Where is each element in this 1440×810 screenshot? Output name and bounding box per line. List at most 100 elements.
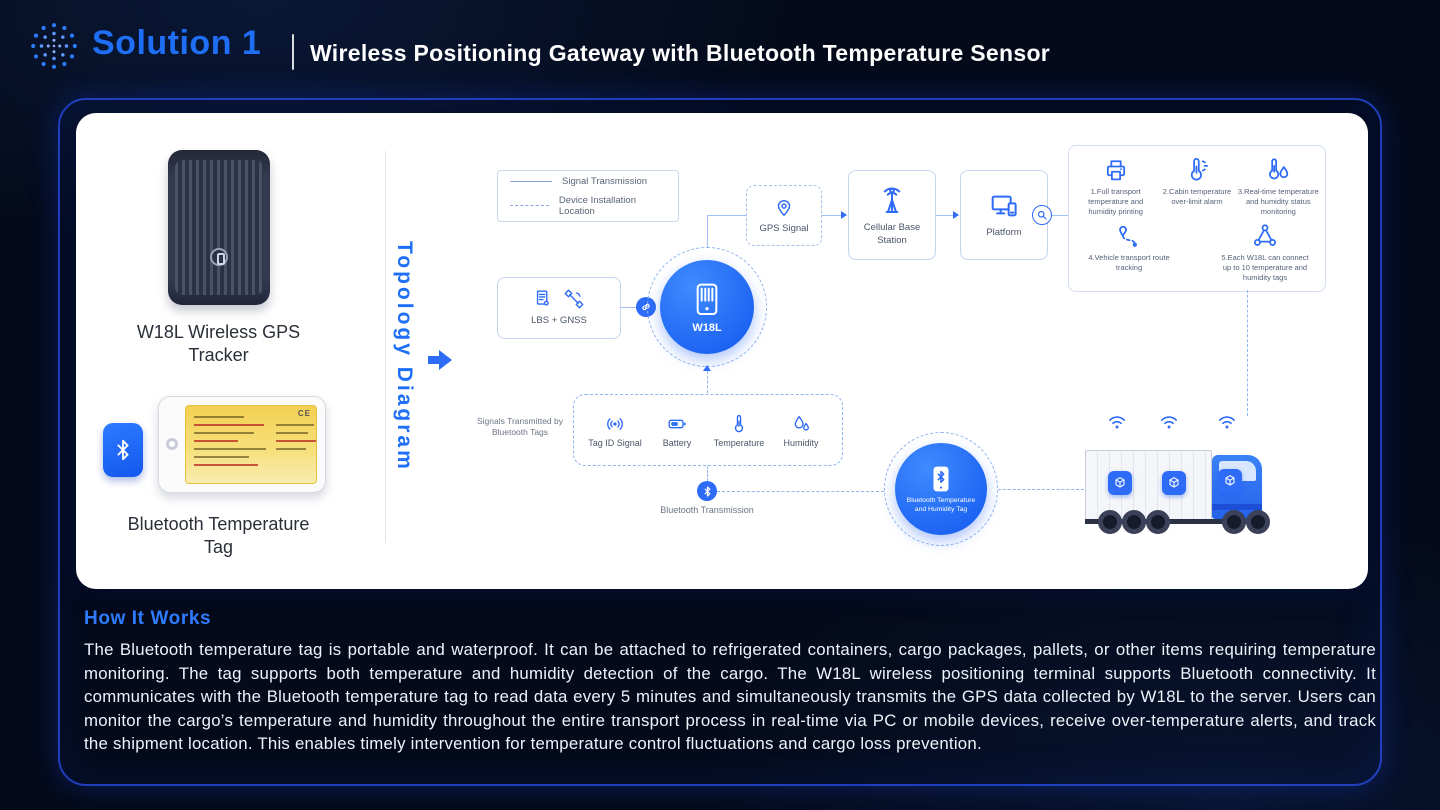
cellular-antenna-icon bbox=[883, 187, 901, 214]
gnss-satellite-icon bbox=[564, 289, 584, 309]
feature-caption: 2.Cabin temperature over-limit alarm bbox=[1162, 187, 1232, 206]
w18l-node: W18L bbox=[660, 260, 754, 354]
wifi-icon bbox=[1108, 416, 1126, 429]
diagram-legend: Signal Transmission Device Installation … bbox=[497, 170, 679, 222]
feature-caption: 3.Real-time temperature and humidity sta… bbox=[1237, 187, 1319, 216]
w18l-device-icon bbox=[696, 283, 718, 315]
tracker-ribs bbox=[175, 160, 263, 295]
connector-gps-cell bbox=[822, 215, 842, 216]
cube-marker-icon bbox=[1108, 471, 1132, 495]
section-divider bbox=[385, 151, 386, 543]
dashed-line-sample bbox=[510, 205, 549, 206]
cellular-node-label: Cellular Base Station bbox=[863, 222, 921, 246]
truck-wheel bbox=[1222, 510, 1246, 534]
truck-chassis bbox=[1085, 519, 1257, 524]
temperature-tag-label: Bluetooth Temperature Tag bbox=[127, 514, 310, 558]
tracker-logo-badge bbox=[210, 247, 228, 266]
signals-source-label: Signals Transmitted by Bluetooth Tags bbox=[477, 416, 563, 438]
solution-label: Solution 1 bbox=[92, 24, 262, 62]
lbs-document-icon bbox=[536, 290, 549, 306]
connector-features-truck bbox=[1247, 290, 1248, 416]
truck-wheel bbox=[1246, 510, 1270, 534]
signal-item: Tag ID Signal bbox=[585, 413, 645, 448]
arrowhead-up bbox=[703, 365, 711, 371]
battery-icon bbox=[668, 419, 686, 428]
lbs-node-label: LBS + GNSS bbox=[531, 315, 587, 327]
bt-tag-label: Bluetooth Temperature and Humidity Tag bbox=[906, 497, 976, 513]
bt-tag-dashed-ring bbox=[884, 432, 998, 546]
signal-caption: Humidity bbox=[783, 437, 819, 448]
topology-diagram-title: Topology Diagram bbox=[393, 241, 416, 472]
gps-node-label: GPS Signal bbox=[759, 222, 809, 234]
feature-item: 5.Each W18L can connect up to 10 tempera… bbox=[1217, 222, 1313, 282]
tag-label-sticker: CE bbox=[185, 405, 317, 484]
bluetooth-icon bbox=[697, 481, 717, 501]
section-arrow-icon bbox=[428, 350, 452, 370]
lbs-gnss-node: LBS + GNSS bbox=[497, 277, 621, 339]
connector-signals-bt bbox=[707, 466, 708, 481]
gps-signal-icon bbox=[777, 199, 791, 216]
connector-platform-features bbox=[1048, 215, 1068, 216]
connector-tag-truck bbox=[998, 489, 1084, 490]
platform-devices-icon bbox=[991, 195, 1017, 217]
connector-to-gps bbox=[707, 215, 746, 216]
how-it-works-body: The Bluetooth temperature tag is portabl… bbox=[84, 640, 1376, 753]
topology-card: W18L Wireless GPS Tracker CE Bluetooth T… bbox=[76, 113, 1368, 589]
connector-cell-platform bbox=[936, 215, 954, 216]
signal-item: Battery bbox=[647, 413, 707, 448]
page-title: Wireless Positioning Gateway with Blueto… bbox=[310, 40, 1051, 66]
arrowhead-right bbox=[841, 211, 847, 219]
feature-caption: 5.Each W18L can connect up to 10 tempera… bbox=[1221, 253, 1309, 282]
w18l-label: W18L bbox=[692, 321, 722, 334]
legend-device-label: Device Installation Location bbox=[558, 194, 636, 217]
gps-tracker-image bbox=[168, 150, 270, 305]
humidity-icon bbox=[794, 415, 809, 431]
temp-humidity-icon bbox=[1269, 158, 1289, 180]
connector-signals-w18l bbox=[707, 371, 708, 393]
feature-item: 1.Full transport temperature and humidit… bbox=[1075, 156, 1156, 216]
tracker-label: W18L Wireless GPS Tracker bbox=[136, 322, 301, 366]
connector-lbs-w18l bbox=[621, 307, 647, 308]
truck-wheel bbox=[1146, 510, 1170, 534]
feature-caption: 1.Full transport temperature and humidit… bbox=[1088, 187, 1144, 216]
feature-item: 2.Cabin temperature over-limit alarm bbox=[1156, 156, 1237, 216]
legend-signal-label: Signal Transmission bbox=[562, 175, 648, 187]
brand-logo bbox=[31, 23, 77, 69]
temperature-tag-image: CE bbox=[158, 396, 326, 493]
wifi-icon bbox=[1160, 416, 1178, 429]
gps-signal-node: GPS Signal bbox=[746, 185, 822, 246]
truck-wheel bbox=[1122, 510, 1146, 534]
connector-bt-tag bbox=[717, 491, 884, 492]
cube-marker-icon bbox=[1162, 471, 1186, 495]
network-tags-icon bbox=[1253, 224, 1277, 247]
route-tracking-icon bbox=[1119, 226, 1137, 248]
printer-icon bbox=[1106, 160, 1125, 181]
tag-hole bbox=[166, 438, 178, 450]
temperature-icon bbox=[734, 414, 744, 432]
bluetooth-signals-box: Tag ID Signal Battery Temperature Humidi… bbox=[573, 394, 843, 466]
signal-item: Temperature bbox=[709, 413, 769, 448]
solid-line-sample bbox=[510, 180, 552, 182]
truck-stripe bbox=[1212, 504, 1262, 510]
cube-marker-icon bbox=[1218, 469, 1242, 493]
signal-caption: Battery bbox=[662, 437, 692, 448]
tag-id-signal-icon bbox=[607, 417, 623, 430]
feature-caption: 4.Vehicle transport route tracking bbox=[1088, 253, 1170, 272]
feature-item: 4.Vehicle transport route tracking bbox=[1081, 222, 1177, 282]
truck-wheel bbox=[1098, 510, 1122, 534]
feature-item: 3.Real-time temperature and humidity sta… bbox=[1238, 156, 1319, 216]
bluetooth-transmission-label: Bluetooth Transmission bbox=[660, 505, 754, 515]
platform-features-panel: 1.Full transport temperature and humidit… bbox=[1068, 145, 1326, 292]
signal-item: Humidity bbox=[771, 413, 831, 448]
how-it-works-heading: How It Works bbox=[84, 608, 212, 629]
cabin-alarm-thermometer-icon bbox=[1190, 158, 1209, 181]
wifi-icon bbox=[1218, 416, 1236, 429]
signal-caption: Temperature bbox=[713, 437, 765, 448]
bt-tag-device-icon bbox=[933, 466, 949, 492]
connector-w18l-up bbox=[707, 215, 708, 247]
cellular-base-station-node: Cellular Base Station bbox=[848, 170, 936, 260]
magnifier-icon bbox=[1032, 205, 1052, 225]
signal-caption: Tag ID Signal bbox=[588, 437, 642, 448]
bt-tag-node: Bluetooth Temperature and Humidity Tag bbox=[895, 443, 987, 535]
platform-node-label: Platform bbox=[986, 227, 1022, 239]
